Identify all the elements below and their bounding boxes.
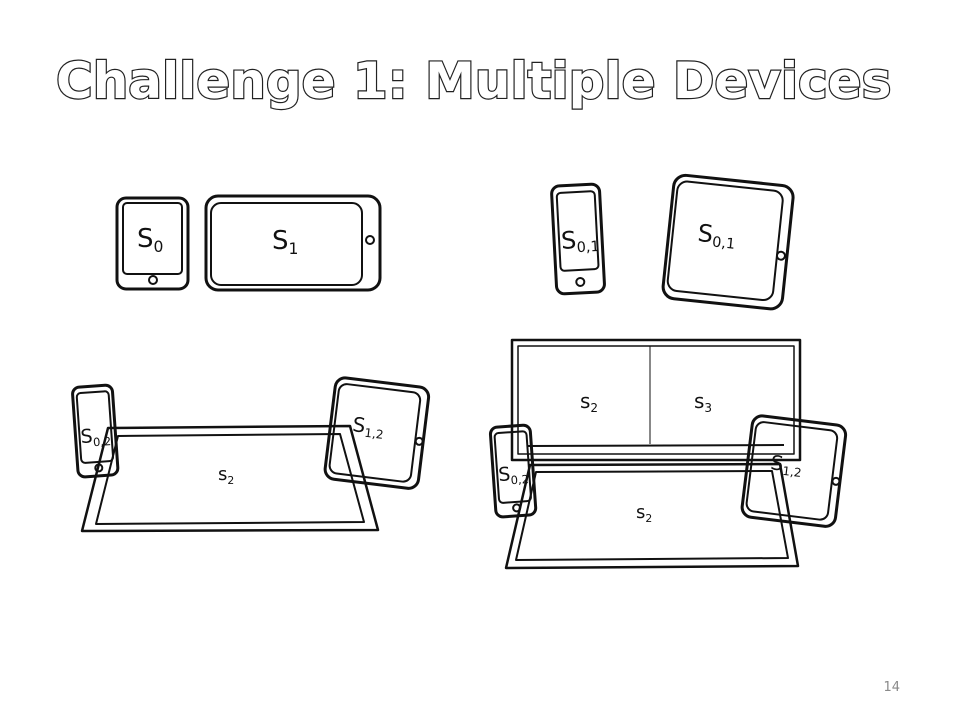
phone-s02-left: S0,2 (71, 383, 120, 479)
label-s02-right: S0,2 (498, 462, 530, 488)
page-number: 14 (883, 680, 900, 695)
slide-title: Challenge 1: Multiple Devices (56, 51, 893, 111)
phone-s0: S0 (115, 196, 190, 291)
label-s12-left: S1,2 (351, 412, 386, 442)
tablet-s1: S1 (204, 194, 382, 292)
phone-s02-right: S0,2 (488, 423, 538, 519)
label-s2-table-left: s2 (218, 464, 234, 487)
label-s2-table-right: s2 (636, 502, 652, 525)
tabletop-right: s2 (504, 444, 800, 570)
label-s12-right: S1,2 (769, 450, 804, 480)
tablet-s01: S0,1 (661, 173, 795, 311)
tabletop-left: s2 (80, 424, 380, 533)
label-s02-left: S0,2 (80, 424, 112, 450)
label-s01-phone: S0,1 (560, 225, 600, 257)
phone-s01: S0,1 (550, 182, 606, 296)
tablet-s12-left: S1,2 (323, 376, 431, 490)
label-s3-wall: s3 (694, 389, 712, 415)
label-s1: S1 (272, 226, 298, 258)
label-s0: S0 (137, 224, 163, 256)
label-s2-wall: s2 (580, 389, 598, 415)
label-s01-tablet: S0,1 (696, 219, 737, 253)
tablet-s12-right: S1,2 (740, 414, 848, 528)
slide-title-text: Challenge 1: Multiple Devices (56, 52, 891, 110)
wall-display: s2 s3 (510, 338, 802, 462)
